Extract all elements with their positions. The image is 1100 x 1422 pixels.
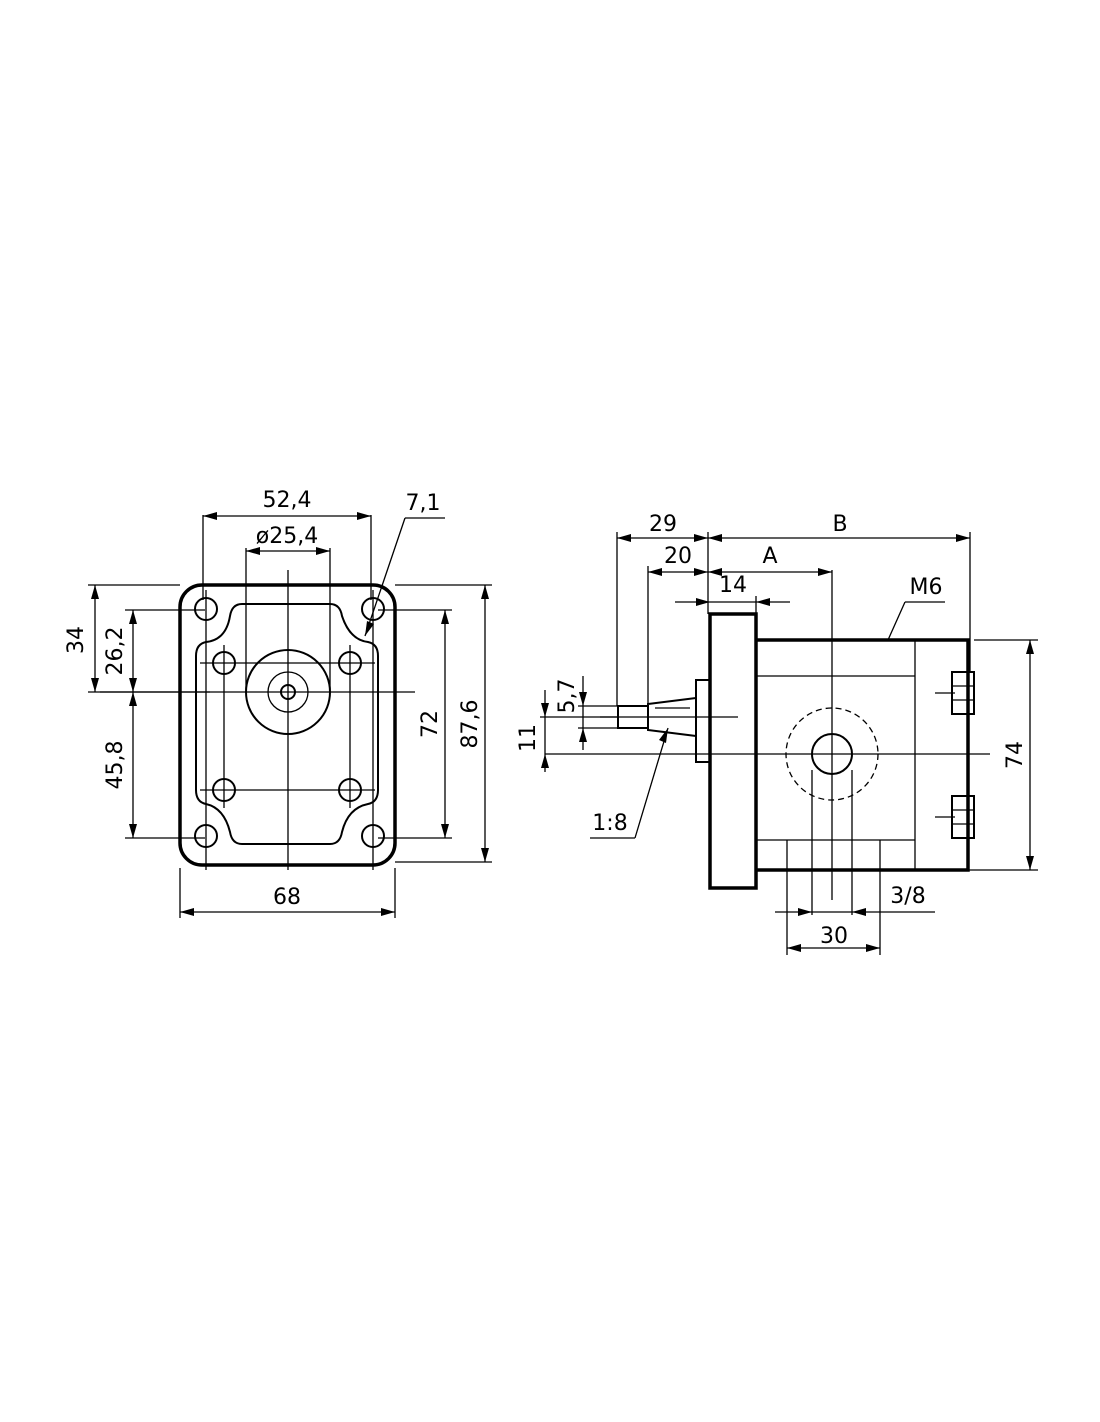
dim-5-7: 5,7 — [555, 679, 580, 714]
thread-M6: M6 — [910, 575, 943, 600]
side-body — [756, 638, 970, 872]
bolt-top — [951, 671, 975, 715]
dim-45-8: 45,8 — [103, 741, 128, 790]
dim-29: 29 — [649, 512, 677, 537]
side-view: 29 B 20 A 14 M6 5,7 — [516, 512, 1038, 955]
dim-30: 30 — [820, 924, 848, 949]
dim-hole-7-1: 7,1 — [406, 491, 441, 516]
dim-52-4: 52,4 — [263, 488, 312, 513]
side-flange — [708, 612, 758, 890]
dim-34: 34 — [64, 626, 89, 654]
port-3-8: 3/8 — [890, 884, 925, 909]
bolt-bottom — [951, 795, 975, 839]
dim-11: 11 — [516, 724, 541, 752]
side-hub — [695, 679, 711, 763]
dim-20: 20 — [664, 544, 692, 569]
dim-68: 68 — [273, 885, 301, 910]
dim-87-6: 87,6 — [458, 700, 483, 749]
dim-26-2: 26,2 — [103, 627, 128, 676]
taper-1-8: 1:8 — [592, 811, 627, 836]
dim-diameter-25-4: ø25,4 — [256, 524, 318, 549]
front-body-contour — [195, 603, 379, 845]
dim-B: B — [832, 512, 847, 537]
front-view: 52,4 ø25,4 7,1 34 26,2 45,8 — [64, 488, 492, 918]
dim-74: 74 — [1003, 741, 1028, 769]
dim-14: 14 — [719, 573, 747, 598]
dim-A: A — [762, 544, 777, 569]
dim-72: 72 — [418, 710, 443, 738]
